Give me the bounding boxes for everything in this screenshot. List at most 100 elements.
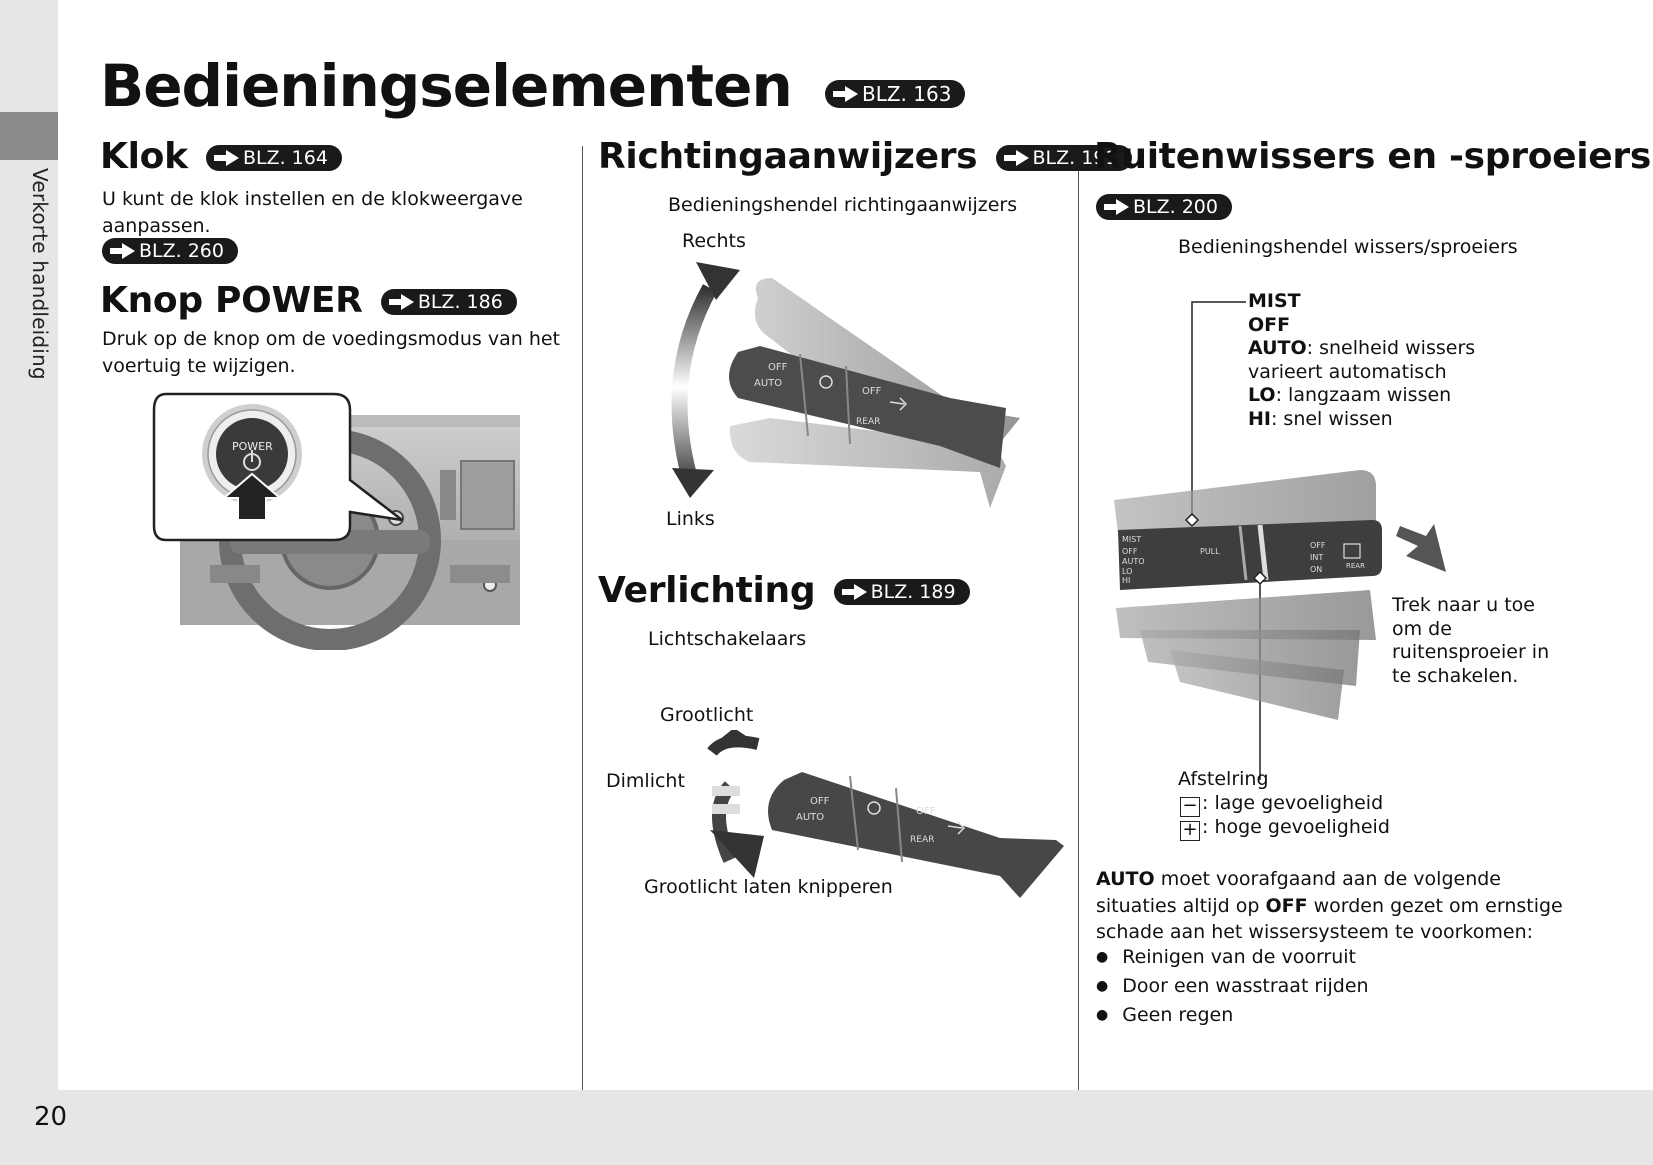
wiper-mist-mark: MIST xyxy=(1122,535,1141,544)
ref-arrow-icon xyxy=(840,584,868,600)
mode-mist: MIST xyxy=(1248,290,1548,314)
ref-label: BLZ. 186 xyxy=(417,291,503,313)
ref-arrow-icon xyxy=(1002,150,1030,166)
ref-arrow-icon xyxy=(1102,199,1130,215)
column-divider-left xyxy=(582,146,583,1090)
turn-lever-rear-mark: REAR xyxy=(856,417,880,427)
verlichting-caption: Lichtschakelaars xyxy=(648,628,807,650)
richting-heading: Richtingaanwijzers BLZ. 191 xyxy=(598,136,1132,177)
ref-arrow-icon xyxy=(212,150,240,166)
ref-arrow-icon xyxy=(108,243,136,259)
wiper-lever-illustration: MIST OFF AUTO LO HI PULL OFF INT ON REAR xyxy=(1114,301,1446,780)
note-bold-off: OFF xyxy=(1265,894,1308,917)
ref-label: BLZ. 189 xyxy=(870,581,956,603)
mode-key: AUTO xyxy=(1248,337,1307,360)
wissers-ref-link[interactable]: BLZ. 200 xyxy=(1096,194,1232,220)
pull-instruction: Trek naar u toe om de ruitensproeier in … xyxy=(1392,594,1550,687)
wiper-auto-mark: AUTO xyxy=(1122,557,1145,566)
page-number: 20 xyxy=(34,1102,68,1132)
power-text: Druk op de knop om de voedingsmodus van … xyxy=(102,328,560,377)
verlichting-ref-link[interactable]: BLZ. 189 xyxy=(833,579,970,605)
wiper-rear-int-mark: INT xyxy=(1310,553,1323,562)
power-ref-link[interactable]: BLZ. 186 xyxy=(380,289,517,315)
page-title: Bedieningselementen BLZ. 163 xyxy=(100,52,966,120)
list-item: Door een wasstraat rijden xyxy=(1096,973,1368,1002)
klok-title: Klok xyxy=(100,136,188,177)
turn-lever-off-mark: OFF xyxy=(768,362,788,373)
turn-lever-auto-mark: AUTO xyxy=(754,378,782,389)
minus-icon: − xyxy=(1180,797,1200,817)
grootlicht-label: Grootlicht xyxy=(660,704,754,726)
wiper-lo-mark: LO xyxy=(1122,567,1132,576)
wissers-bullets: Reinigen van de voorruit Door een wasstr… xyxy=(1096,944,1369,1031)
klok-heading: Klok BLZ. 164 xyxy=(100,136,342,177)
mode-lo: LO: langzaam wissen xyxy=(1248,384,1548,408)
mode-auto: AUTO: snelheid wissers varieert automati… xyxy=(1248,337,1548,384)
note-part2: worden gezet om ernstige schade aan het … xyxy=(1096,894,1563,944)
mode-key: OFF xyxy=(1248,313,1291,336)
knipperen-label: Grootlicht laten knipperen xyxy=(644,876,893,898)
wiper-rear-on-mark: ON xyxy=(1310,565,1322,574)
footer xyxy=(0,1090,1653,1165)
mode-desc: : langzaam wissen xyxy=(1275,384,1452,407)
mode-key: MIST xyxy=(1248,290,1301,312)
ring-label: Afstelring xyxy=(1178,768,1269,790)
wiper-rear-mark: REAR xyxy=(1346,562,1365,570)
ref-label: BLZ. 163 xyxy=(861,81,952,106)
wiper-hi-mark: HI xyxy=(1122,576,1130,585)
sidebar-tab[interactable] xyxy=(0,112,58,160)
note-part1: moet voorafgaand aan de volgende situati… xyxy=(1096,868,1501,917)
page-title-ref-link[interactable]: BLZ. 163 xyxy=(824,79,966,108)
wissers-heading: Ruitenwissers en -sproeiers xyxy=(1094,136,1651,177)
ref-label: BLZ. 200 xyxy=(1133,196,1218,218)
richting-left-label: Links xyxy=(666,508,715,530)
wissers-modes: MIST OFF AUTO: snelheid wissers varieert… xyxy=(1248,290,1548,432)
turn-signal-lever-illustration: OFF AUTO OFF REAR xyxy=(671,262,1020,508)
light-lever-off2-mark: OFF xyxy=(916,806,936,817)
ring-minus-text: : lage gevoeligheid xyxy=(1202,792,1384,814)
ref-label: BLZ. 191 xyxy=(1032,147,1118,169)
mode-off: OFF xyxy=(1248,314,1548,338)
dimlicht-label: Dimlicht xyxy=(606,770,685,792)
richting-ref-link[interactable]: BLZ. 191 xyxy=(995,145,1132,171)
mode-key: HI xyxy=(1248,407,1271,430)
sidebar: Verkorte handleiding xyxy=(0,0,58,1165)
ring-plus: +: hoge gevoeligheid xyxy=(1180,816,1390,841)
note-bold-auto: AUTO xyxy=(1096,868,1155,890)
turn-lever-off2-mark: OFF xyxy=(862,386,882,397)
wissers-caption: Bedieningshendel wissers/sproeiers xyxy=(1178,236,1518,258)
ring-plus-text: : hoge gevoeligheid xyxy=(1202,816,1390,838)
ring-minus: −: lage gevoeligheid xyxy=(1180,792,1383,817)
richting-caption: Bedieningshendel richtingaanwijzers xyxy=(668,194,1018,216)
klok-ref-link[interactable]: BLZ. 164 xyxy=(205,145,342,171)
list-item: Geen regen xyxy=(1096,1002,1369,1031)
richting-title: Richtingaanwijzers xyxy=(598,136,978,177)
plus-icon: + xyxy=(1180,821,1200,841)
power-button-label: POWER xyxy=(232,440,273,453)
ref-label: BLZ. 260 xyxy=(139,240,224,262)
klok-ref2-link[interactable]: BLZ. 260 xyxy=(102,238,238,264)
column-divider-right xyxy=(1078,146,1079,1090)
wiper-rear-off-mark: OFF xyxy=(1310,541,1326,550)
wissers-note: AUTO moet voorafgaand aan de volgende si… xyxy=(1096,866,1566,946)
ref-label: BLZ. 164 xyxy=(242,147,328,169)
ref-arrow-icon xyxy=(387,294,415,310)
list-item: Reinigen van de voorruit xyxy=(1096,944,1369,973)
power-callout xyxy=(152,392,403,542)
wiper-off-mark: OFF xyxy=(1122,547,1138,556)
light-switch-illustration: OFF AUTO OFF REAR xyxy=(707,730,1064,898)
mode-desc: : snel wissen xyxy=(1270,407,1393,430)
page-title-text: Bedieningselementen xyxy=(100,52,793,120)
light-lever-off-mark: OFF xyxy=(810,796,830,807)
light-lever-rear-mark: REAR xyxy=(910,835,934,845)
verlichting-heading: Verlichting BLZ. 189 xyxy=(598,570,970,611)
klok-text: U kunt de klok instellen en de klokweerg… xyxy=(102,188,523,237)
ref-arrow-icon xyxy=(831,86,859,102)
richting-right-label: Rechts xyxy=(682,230,746,252)
mode-key: LO xyxy=(1248,384,1276,407)
power-title: Knop POWER xyxy=(100,280,363,321)
verlichting-title: Verlichting xyxy=(598,570,816,611)
light-lever-auto-mark: AUTO xyxy=(796,812,824,823)
wiper-pull-mark: PULL xyxy=(1200,547,1220,556)
mode-hi: HI: snel wissen xyxy=(1248,408,1548,432)
